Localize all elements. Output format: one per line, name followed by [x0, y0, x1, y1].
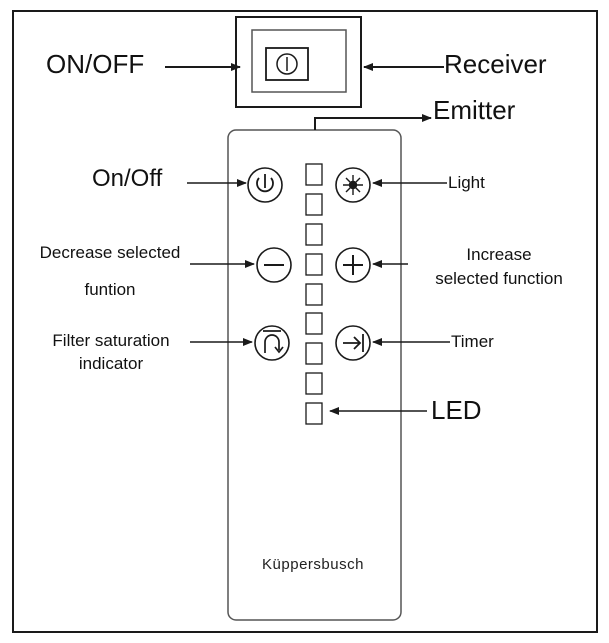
power-button — [247, 167, 283, 203]
plus-icon — [343, 255, 363, 275]
callout-arrows — [165, 63, 450, 415]
label-on-off: On/Off — [92, 165, 163, 192]
label-timer: Timer — [451, 332, 494, 351]
led-indicator — [305, 402, 323, 425]
label-on-off-top: ON/OFF — [46, 49, 145, 79]
brand-logo: Küppersbusch — [262, 556, 364, 573]
receiver-unit — [235, 16, 362, 108]
timer-icon — [343, 334, 364, 352]
label-decrease-line-2: funtion — [84, 279, 136, 299]
label-filter-line-1: Filter saturation — [52, 331, 170, 350]
label-decrease-line-1: Decrease selected — [39, 243, 181, 262]
led-indicator — [305, 253, 323, 276]
label-filter-line-2: indicator — [78, 353, 144, 373]
receiver-switch-power-icon — [265, 47, 309, 81]
timer-button — [335, 325, 371, 361]
label-increase-line-1: Increase — [466, 245, 532, 264]
led-indicator — [305, 223, 323, 246]
label-increase: Increase selected function — [404, 245, 594, 288]
label-filter: Filter saturation indicator — [26, 331, 196, 373]
label-receiver: Receiver — [444, 49, 547, 79]
led-indicator — [305, 372, 323, 395]
led-column — [305, 163, 323, 425]
light-icon — [343, 175, 363, 195]
decrease-button — [256, 247, 292, 283]
led-indicator — [305, 193, 323, 216]
led-indicator — [305, 283, 323, 306]
light-button — [335, 167, 371, 203]
label-increase-line-2: selected function — [435, 268, 563, 288]
label-emitter: Emitter — [433, 95, 516, 125]
label-decrease: Decrease selected funtion — [10, 243, 210, 299]
led-indicator — [305, 342, 323, 365]
filter-button — [254, 325, 290, 361]
led-indicator — [305, 163, 323, 186]
diagram-frame — [12, 10, 598, 633]
power-icon — [256, 174, 274, 193]
filter-reset-icon — [263, 330, 284, 354]
led-indicator — [305, 312, 323, 335]
increase-button — [335, 247, 371, 283]
label-led: LED — [431, 395, 482, 425]
label-light: Light — [448, 173, 485, 192]
